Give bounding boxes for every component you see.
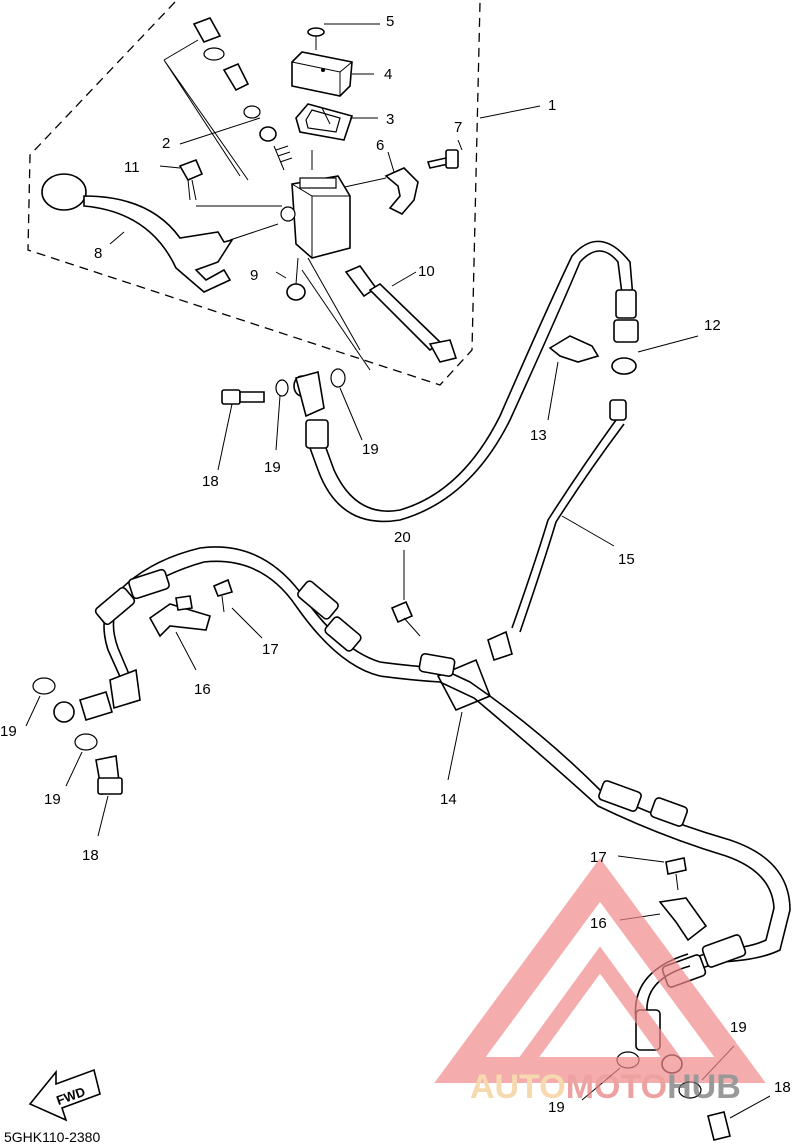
- part-5-screw: [307, 23, 380, 50]
- part-8-lever: [41, 173, 279, 293]
- part-4-cap: [291, 51, 374, 97]
- part-7-bolt: [426, 139, 463, 169]
- assembly-outline: [27, 1, 481, 386]
- callout-19-right-b: 19: [548, 1099, 565, 1116]
- left-banjo-assembly: [25, 668, 141, 837]
- callout-18-left: 18: [82, 847, 99, 864]
- callout-2: 2: [162, 135, 170, 152]
- callout-17-left: 17: [262, 641, 279, 658]
- callout-19-left-b: 19: [44, 791, 61, 808]
- fwd-arrow-icon: FWD: [28, 1068, 101, 1122]
- part-6-clamp: [339, 151, 419, 215]
- part-1-master-cylinder-body: [280, 150, 351, 259]
- callout-9: 9: [250, 267, 258, 284]
- part-12-union: [611, 319, 699, 375]
- callout-10: 10: [418, 263, 435, 280]
- master-cylinder-guide-lines: [301, 257, 371, 371]
- callout-7: 7: [454, 119, 462, 136]
- callout-20: 20: [394, 529, 411, 546]
- part-20-bolt: [390, 550, 421, 637]
- callout-12: 12: [704, 317, 721, 334]
- callout-13: 13: [530, 427, 547, 444]
- callout-3: 3: [386, 111, 394, 128]
- callout-1: 1: [548, 97, 556, 114]
- part-13-bracket: [547, 335, 600, 421]
- callout-19-upper-b: 19: [362, 441, 379, 458]
- diagram-code: 5GHK110-2380: [4, 1129, 100, 1145]
- left-clamp-assembly: [148, 578, 263, 671]
- callout-5: 5: [386, 13, 394, 30]
- callout-17-right: 17: [590, 849, 607, 866]
- callout-8: 8: [94, 245, 102, 262]
- callout-18-right: 18: [774, 1079, 791, 1096]
- part-9-nut: [275, 257, 306, 301]
- callout-15: 15: [618, 551, 635, 568]
- right-clamp-assembly: [617, 855, 708, 942]
- callout-6: 6: [376, 137, 384, 154]
- upper-brake-hose: [309, 240, 637, 523]
- callout-18-upper: 18: [202, 473, 219, 490]
- watermark-text: AUTOMOTOHUB: [470, 1068, 741, 1106]
- part-3-diaphragm: [295, 103, 378, 141]
- callout-16-right: 16: [590, 915, 607, 932]
- callout-11: 11: [124, 159, 140, 176]
- callout-16-left: 16: [194, 681, 211, 698]
- callout-14: 14: [440, 791, 457, 808]
- part-15-brake-pipe: [487, 399, 627, 662]
- triangle-logo-icon: [434, 858, 766, 1083]
- part-11-pivot-bolt: [159, 158, 282, 207]
- watermark: AUTOMOTOHUB: [434, 858, 766, 1106]
- callout-4: 4: [384, 66, 392, 83]
- callout-19-upper-a: 19: [264, 459, 281, 476]
- callout-19-left-a: 19: [0, 723, 17, 740]
- upper-banjo-assembly: [217, 368, 363, 471]
- part-14-joint: [436, 658, 492, 781]
- part-10-switch: [344, 265, 458, 363]
- callout-19-right-a: 19: [730, 1019, 747, 1036]
- hose-ferrules: [94, 568, 747, 988]
- part-2-piston-kit: [163, 17, 293, 181]
